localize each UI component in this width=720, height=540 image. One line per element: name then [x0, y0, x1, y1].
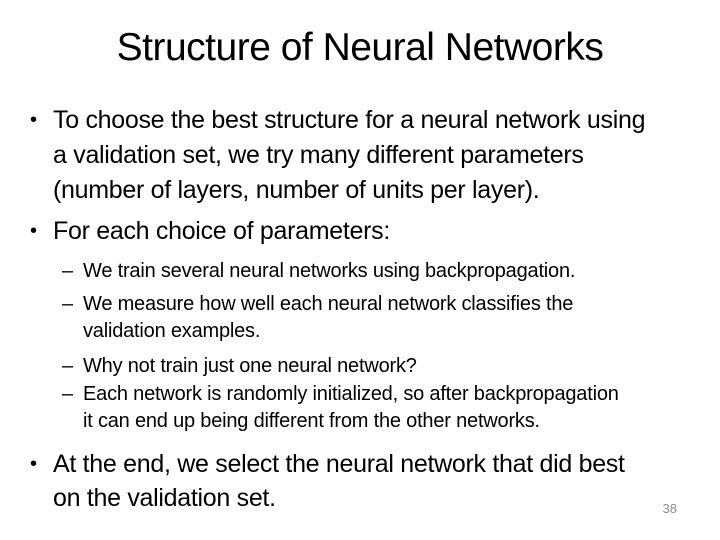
text-line: Each network is randomly initialized, so…: [83, 383, 619, 405]
bullet-dot-icon: •: [30, 453, 37, 475]
text-line: Why not train just one neural network?: [83, 355, 417, 377]
bullet-dot-icon: •: [30, 109, 37, 131]
dash-bullet-icon: –: [62, 383, 73, 405]
bullet-text: We measure how well each neural network …: [83, 291, 573, 345]
bullet-item: • To choose the best structure for a neu…: [30, 103, 645, 208]
text-line: a validation set, we try many different …: [53, 141, 584, 169]
dash-bullet-icon: –: [62, 260, 73, 282]
bullet-item: • At the end, we select the neural netwo…: [30, 447, 625, 515]
text-line: on the validation set.: [53, 484, 276, 512]
sub-bullet-item: – We measure how well each neural networ…: [62, 291, 573, 345]
sub-bullet-item: – Why not train just one neural network?: [62, 353, 417, 380]
text-line: (number of layers, number of units per l…: [53, 176, 540, 204]
page-number: 38: [662, 501, 677, 516]
bullet-text: For each choice of parameters:: [53, 214, 390, 249]
slide-title: Structure of Neural Networks: [116, 26, 604, 69]
text-line: For each choice of parameters:: [53, 217, 390, 245]
bullet-item: • For each choice of parameters:: [30, 214, 390, 249]
text-line: it can end up being different from the o…: [83, 410, 540, 432]
bullet-text: To choose the best structure for a neura…: [53, 103, 645, 208]
dash-bullet-icon: –: [62, 293, 73, 315]
text-line: We train several neural networks using b…: [83, 260, 576, 282]
text-line: We measure how well each neural network …: [83, 293, 574, 315]
text-line: To choose the best structure for a neura…: [53, 106, 646, 134]
dash-bullet-icon: –: [62, 355, 73, 377]
bullet-dot-icon: •: [30, 220, 37, 242]
text-line: validation examples.: [83, 320, 261, 342]
sub-bullet-item: – Each network is randomly initialized, …: [62, 381, 619, 435]
sub-bullet-item: – We train several neural networks using…: [62, 258, 575, 285]
bullet-text: At the end, we select the neural network…: [53, 447, 625, 515]
bullet-text: Each network is randomly initialized, so…: [83, 381, 619, 435]
text-line: At the end, we select the neural network…: [53, 450, 625, 478]
bullet-text: We train several neural networks using b…: [83, 258, 575, 285]
bullet-text: Why not train just one neural network?: [83, 353, 417, 380]
